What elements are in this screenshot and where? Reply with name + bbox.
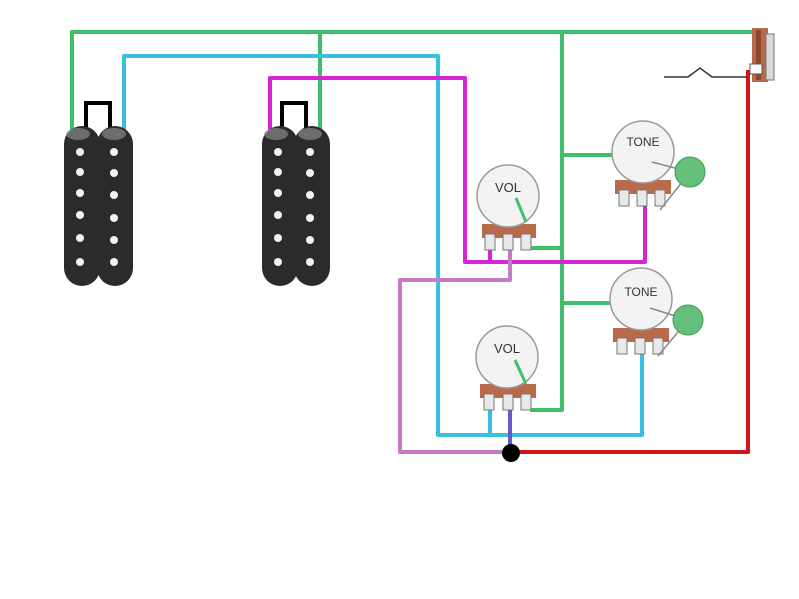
junction-dot [502,444,520,462]
vol-bottom-label: VOL [494,341,520,356]
green-ground-wire [70,30,760,412]
tone-capacitor-top [674,156,706,188]
neck-pickup [64,101,133,286]
output-jack [664,28,775,82]
tone-bottom-label: TONE [624,285,657,299]
tone-pot-bottom: TONE [609,267,704,357]
volume-pot-top: VOL [476,164,540,251]
vol-top-label: VOL [495,180,521,195]
bridge-pickup [262,101,330,286]
red-output-wire [518,70,750,454]
tone-capacitor-bottom [672,304,704,336]
volume-pot-bottom: VOL [475,325,539,411]
tone-top-label: TONE [626,135,659,149]
tone-pot-top: TONE [611,120,706,211]
pink-wire [398,248,512,454]
cyan-wire [122,54,644,437]
